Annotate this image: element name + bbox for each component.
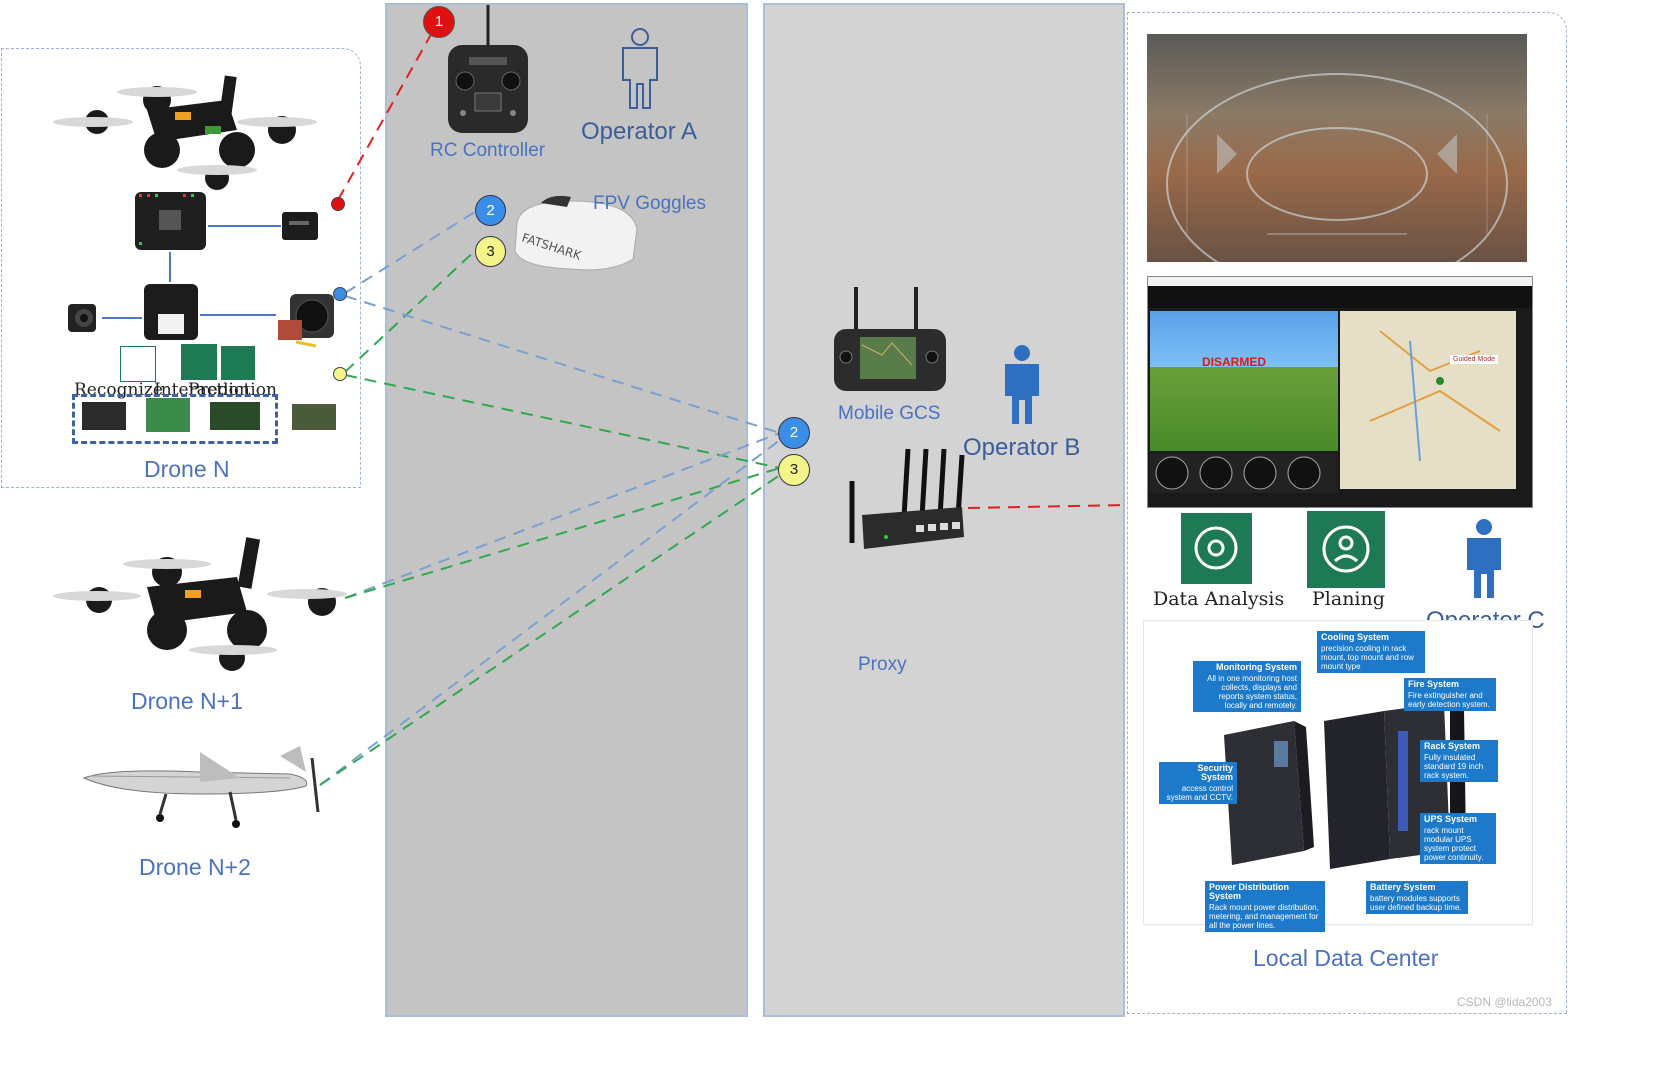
- drone-n-goggles-video-line: [344, 209, 479, 294]
- drone-n-quadcopter-icon: [53, 75, 317, 190]
- rack-system-box: Rack System Fully insulated standard 19 …: [1420, 740, 1498, 782]
- mp-map: Guided Mode: [1340, 311, 1516, 489]
- drone-n1-label: Drone N+1: [131, 688, 243, 714]
- monitoring-system-text: All in one monitoring host collects, dis…: [1207, 674, 1297, 710]
- fire-system-text: Fire extinguisher and early detection sy…: [1408, 691, 1490, 709]
- proxy-router-icon: [849, 448, 965, 549]
- planing-tile: [1307, 511, 1385, 588]
- operator-b-icon: [1005, 345, 1039, 424]
- flight-controller-icon: [135, 192, 206, 250]
- battery-system-text: battery modules supports user defined ba…: [1370, 894, 1462, 912]
- marker-3-goggles: 3: [475, 236, 506, 267]
- data-analysis-tile: [1181, 513, 1252, 584]
- drone-n-goggles-telemetry-line: [344, 247, 479, 373]
- compute-modules-bracket: [72, 394, 278, 444]
- ups-system-text: rack mount modular UPS system protect po…: [1424, 826, 1484, 862]
- cooling-system-text: precision cooling in rack mount, top mou…: [1321, 644, 1414, 671]
- ups-system-box: UPS System rack mount modular UPS system…: [1420, 813, 1496, 864]
- fpv-goggles-icon: FATSHARK: [514, 195, 638, 271]
- mp-titlebar: [1148, 277, 1532, 286]
- ups-system-title: UPS System: [1424, 814, 1478, 824]
- rack-system-text: Fully insulated standard 19 inch rack sy…: [1424, 753, 1484, 780]
- prediction-tile: [221, 346, 255, 380]
- mission-planner-screenshot: DISARMED Guided Mode: [1147, 276, 1533, 508]
- drone-n2-uav-icon: [82, 746, 320, 828]
- data-center-zone: [1127, 12, 1567, 1014]
- marker-2-small: [333, 287, 347, 301]
- fpv-camera-icon: [68, 304, 96, 332]
- power-distribution-box: Power Distribution System Rack mount pow…: [1205, 881, 1325, 932]
- drone-n2-label: Drone N+2: [139, 854, 251, 880]
- fire-system-box: Fire System Fire extinguisher and early …: [1404, 678, 1496, 711]
- planing-label: Planing: [1312, 588, 1385, 610]
- drone-n1-quadcopter-icon: [53, 537, 347, 671]
- fan-module-icon: [278, 294, 334, 348]
- operator-c-icon: [1467, 519, 1501, 598]
- mp-gauges: [1150, 453, 1338, 493]
- battery-system-title: Battery System: [1370, 882, 1436, 892]
- video-transmitter-icon: [144, 284, 198, 340]
- rc-link-line: [337, 21, 439, 201]
- mobile-gcs-icon: [834, 287, 946, 391]
- compute-module-2: [146, 398, 190, 432]
- datacenter-infographic: Cooling System precision cooling in rack…: [1143, 620, 1533, 932]
- drone-n2-gcs-telemetry-line: [319, 474, 781, 786]
- drone-n-gcs-telemetry-line: [344, 374, 781, 469]
- proxy-label: Proxy: [858, 654, 907, 675]
- mp-guided-mode: Guided Mode: [1450, 355, 1499, 364]
- marker-1: 1: [423, 6, 455, 38]
- operator-b-label: Operator B: [963, 434, 1081, 461]
- compute-module-3: [210, 402, 260, 430]
- compute-module-4: [292, 404, 336, 430]
- cooling-system-title: Cooling System: [1321, 632, 1390, 642]
- battery-system-box: Battery System battery modules supports …: [1366, 881, 1468, 914]
- marker-2-goggles: 2: [475, 195, 506, 226]
- mobile-gcs-label: Mobile GCS: [838, 403, 941, 424]
- compute-module-1: [82, 402, 126, 430]
- interaction-tile: [181, 344, 217, 380]
- security-system-box: Security System access control system an…: [1159, 762, 1237, 804]
- mp-toolbar: [1148, 286, 1532, 308]
- power-distribution-text: Rack mount power distribution, metering,…: [1209, 903, 1319, 930]
- rc-controller-label: RC Controller: [430, 140, 546, 161]
- terrain-hud-image: [1147, 34, 1527, 262]
- drone-n1-gcs-video-line: [344, 432, 781, 599]
- drone-n-label: Drone N: [144, 456, 230, 482]
- rx-receiver-icon: [282, 212, 318, 240]
- operator-a-zone: [385, 3, 748, 1017]
- rack-system-title: Rack System: [1424, 741, 1481, 751]
- fire-system-title: Fire System: [1408, 679, 1460, 689]
- mp-disarmed-text: DISARMED: [1202, 355, 1267, 369]
- drone-n1-gcs-telemetry-line: [344, 467, 781, 599]
- recognize-tile: [120, 346, 156, 382]
- operator-a-label: Operator A: [581, 118, 698, 145]
- operator-a-icon: [622, 28, 658, 109]
- drone-n-gcs-video-line: [344, 295, 781, 434]
- marker-3-gcs: 3: [778, 454, 810, 486]
- local-data-center-label: Local Data Center: [1253, 945, 1439, 971]
- marker-1-small: [331, 197, 345, 211]
- mp-hud: DISARMED: [1150, 311, 1338, 451]
- proxy-datacenter-line: [967, 504, 1129, 509]
- monitoring-system-box: Monitoring System All in one monitoring …: [1193, 661, 1301, 712]
- watermark: CSDN @lida2003: [1457, 995, 1552, 1009]
- rc-controller-icon: [448, 5, 528, 133]
- security-system-text: access control system and CCTV.: [1166, 784, 1233, 802]
- security-system-title: Security System: [1197, 763, 1233, 782]
- marker-2-gcs: 2: [778, 417, 810, 449]
- data-analysis-label: Data Analysis: [1153, 588, 1285, 610]
- drone-n-box: [1, 48, 361, 488]
- marker-3-small: [333, 367, 347, 381]
- monitoring-system-title: Monitoring System: [1215, 662, 1297, 672]
- drone-n-wiring: [102, 225, 281, 319]
- fpv-goggles-label: FPV Goggles: [593, 193, 706, 214]
- power-distribution-title: Power Distribution System: [1209, 882, 1290, 901]
- cooling-system-box: Cooling System precision cooling in rack…: [1317, 631, 1425, 673]
- drone-n2-gcs-video-line: [319, 439, 781, 786]
